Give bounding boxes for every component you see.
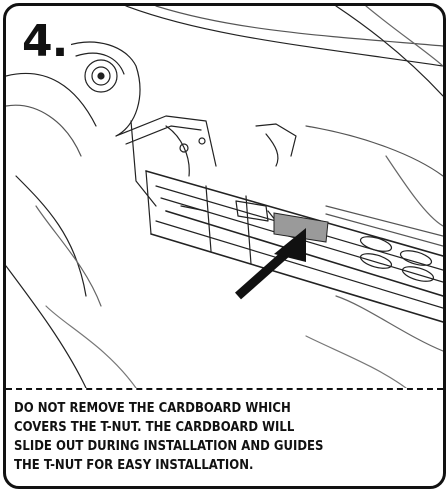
instruction-line: DO NOT REMOVE THE CARDBOARD WHICH [14,400,291,416]
seat-rail-illustration [6,6,443,388]
cardboard-insert-icon [273,212,329,243]
instruction-text: DO NOT REMOVE THE CARDBOARD WHICH COVERS… [14,399,324,475]
divider [6,388,443,390]
instruction-line: COVERS THE T-NUT. THE CARDBOARD WILL [14,419,295,435]
instruction-card: 4. DO NOT REMOVE THE CARDBOARD WHICH COV… [3,3,446,489]
step-number: 4. [20,20,72,66]
instruction-line: SLIDE OUT DURING INSTALLATION AND GUIDES [14,438,324,454]
instruction-line: THE T-NUT FOR EASY INSTALLATION. [14,457,254,473]
pointer-arrow-icon [235,228,306,300]
